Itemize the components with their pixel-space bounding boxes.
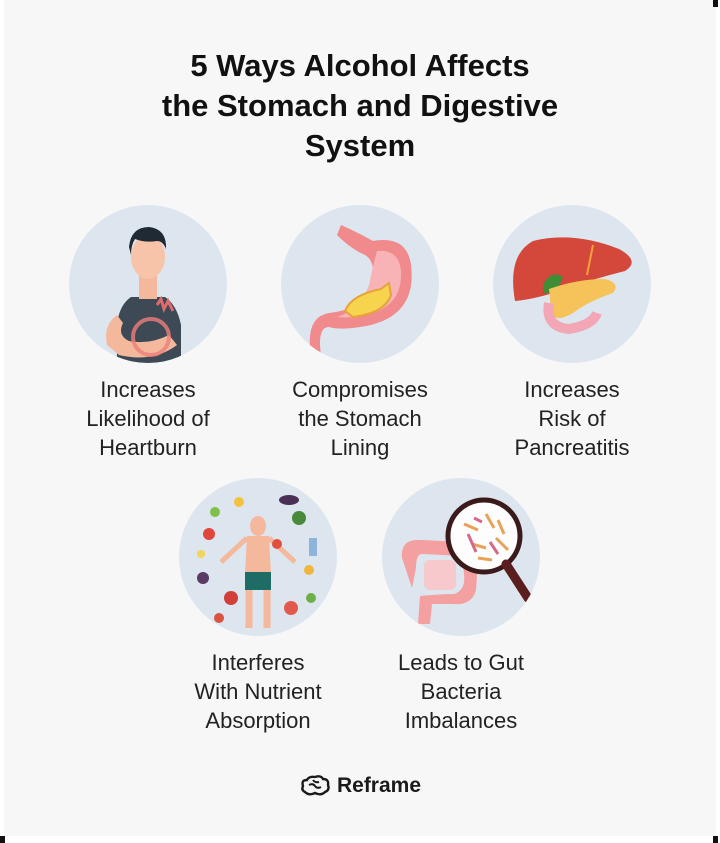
page-title: 5 Ways Alcohol Affects the Stomach and D…	[0, 46, 720, 166]
gut-bacteria-magnifier-icon	[382, 478, 540, 636]
label-line: Absorption	[205, 708, 311, 733]
label-line: Likelihood of	[86, 406, 210, 431]
label-line: the Stomach	[298, 406, 422, 431]
label-line: Pancreatitis	[514, 435, 630, 460]
label-line: Increases	[524, 377, 620, 402]
item-label: Increases Risk of Pancreatitis	[472, 375, 672, 462]
brand-name: Reframe	[336, 774, 422, 797]
liver-pancreas-icon	[493, 205, 651, 363]
label-line: With Nutrient	[194, 679, 322, 704]
item-nutrient-absorption: Interferes With Nutrient Absorption	[158, 478, 358, 735]
item-label: Interferes With Nutrient Absorption	[158, 648, 358, 735]
label-line: Heartburn	[99, 435, 197, 460]
label-line: Bacteria	[420, 679, 502, 704]
brain-logo-icon	[301, 775, 330, 796]
corner-marker	[713, 0, 718, 7]
label-line: Interferes	[211, 650, 305, 675]
stomach-icon	[281, 205, 439, 363]
title-line: 5 Ways Alcohol Affects	[190, 48, 530, 83]
label-line: Lining	[330, 435, 390, 460]
item-gut-bacteria: Leads to Gut Bacteria Imbalances	[361, 478, 561, 735]
brand-logo: Reframe	[0, 774, 720, 798]
corner-marker	[713, 836, 718, 843]
label-line: Increases	[100, 377, 196, 402]
item-label: Increases Likelihood of Heartburn	[48, 375, 248, 462]
label-line: Imbalances	[404, 708, 518, 733]
infographic-card	[4, 0, 716, 836]
item-pancreatitis: Increases Risk of Pancreatitis	[472, 205, 672, 462]
nutrients-person-icon	[179, 478, 337, 636]
label-line: Compromises	[292, 377, 428, 402]
item-label: Leads to Gut Bacteria Imbalances	[361, 648, 561, 735]
label-line: Risk of	[538, 406, 606, 431]
title-line: System	[304, 128, 416, 163]
item-label: Compromises the Stomach Lining	[260, 375, 460, 462]
item-heartburn: Increases Likelihood of Heartburn	[48, 205, 248, 462]
corner-marker	[0, 836, 5, 843]
item-stomach-lining: Compromises the Stomach Lining	[260, 205, 460, 462]
label-line: Leads to Gut	[398, 650, 524, 675]
heartburn-person-icon	[69, 205, 227, 363]
title-line: the Stomach and Digestive	[161, 88, 559, 123]
